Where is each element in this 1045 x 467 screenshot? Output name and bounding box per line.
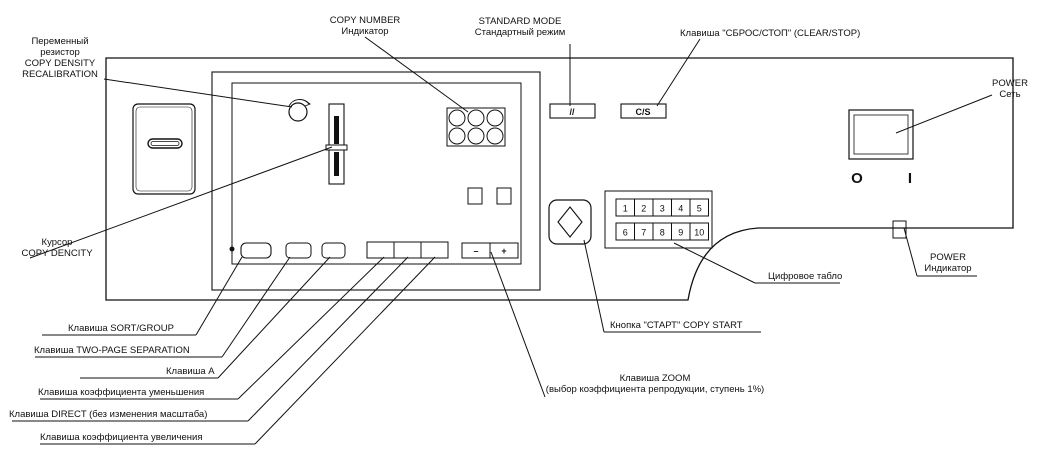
power-switch[interactable] xyxy=(848,109,914,160)
cursor-subtitle: COPY DENCITY xyxy=(21,248,93,259)
standard-mode-key-label: // xyxy=(569,107,575,117)
clear-stop-label: Клавиша "СБРОС/СТОП" (CLEAR/STOP) xyxy=(680,28,860,39)
copy-number-indicator xyxy=(446,107,506,147)
copy-number-label: COPY NUMBER Индикатор xyxy=(315,15,415,37)
copy-start-text: Кнопка "СТАРТ" COPY START xyxy=(610,320,743,331)
panel-outline xyxy=(105,57,1014,301)
key-a-text: Клавиша A xyxy=(166,366,215,377)
keypad-key-label: 6 xyxy=(623,228,628,238)
zoom-minus-label: – xyxy=(473,246,478,256)
keypad-key[interactable] xyxy=(689,222,709,241)
key-a[interactable] xyxy=(321,242,346,259)
clear-stop-text: Клавиша "СБРОС/СТОП" (CLEAR/STOP) xyxy=(680,28,861,39)
density-slider-track[interactable] xyxy=(328,103,345,185)
two-page-text: Клавиша TWO-PAGE SEPARATION xyxy=(34,345,190,356)
copy-number-title: COPY NUMBER xyxy=(329,15,401,26)
keypad-key-label: 9 xyxy=(678,228,683,238)
sort-group-label: Клавиша SORT/GROUP xyxy=(68,323,174,334)
zoom-plus-label: + xyxy=(501,246,506,256)
clear-stop-key[interactable] xyxy=(620,103,667,119)
copy-start-label: Кнопка "СТАРТ" COPY START xyxy=(610,320,743,331)
power-off-symbol: O xyxy=(851,170,863,187)
left-slot-inner xyxy=(135,106,193,192)
zoom-plus-key[interactable] xyxy=(489,242,519,259)
start-diamond-icon xyxy=(557,206,583,238)
variable-resistor-line2: резистор xyxy=(40,47,80,58)
clear-stop-key-label: C/S xyxy=(635,107,650,117)
enlargement-text: Клавиша коэффициента увеличения xyxy=(40,432,203,443)
power-title: POWER xyxy=(992,78,1028,89)
copy-start-button[interactable] xyxy=(548,199,592,245)
digital-display-text: Цифровое табло xyxy=(768,271,843,282)
reduction-key[interactable] xyxy=(366,241,395,259)
density-slider-upper xyxy=(334,116,339,144)
control-subpanel xyxy=(211,71,541,291)
standard-mode-subtitle: Стандартный режим xyxy=(474,27,566,38)
digital-display-label: Цифровое табло xyxy=(768,271,842,282)
key-a-label: Клавиша A xyxy=(166,366,215,377)
variable-resistor-line1: Переменный xyxy=(31,36,89,47)
keypad-key-label: 2 xyxy=(641,204,646,214)
two-page-label: Клавиша TWO-PAGE SEPARATION xyxy=(34,345,190,356)
keypad-key[interactable] xyxy=(689,198,709,217)
keypad-key-label: 1 xyxy=(623,204,628,214)
keypad-key-label: 8 xyxy=(660,228,665,238)
left-slot-handle xyxy=(147,138,183,149)
keypad-key-label: 4 xyxy=(678,204,683,214)
indicator-square-1 xyxy=(467,187,483,205)
direct-text: Клавиша DIRECT (без изменения масштаба) xyxy=(9,409,208,420)
zoom-title: Клавиша ZOOM xyxy=(619,373,691,384)
sort-group-text: Клавиша SORT/GROUP xyxy=(68,323,174,334)
keypad-key-label: 7 xyxy=(641,228,646,238)
cursor-label: Курсор COPY DENCITY xyxy=(2,237,112,259)
density-cursor[interactable] xyxy=(325,144,348,151)
power-label: POWER Сеть xyxy=(985,78,1035,100)
power-indicator-lamp xyxy=(892,220,907,239)
power-on-symbol: I xyxy=(908,170,912,187)
cursor-title: Курсор xyxy=(41,237,73,248)
copy-number-subtitle: Индикатор xyxy=(341,26,389,37)
left-slot xyxy=(132,103,196,195)
copy-number-digits xyxy=(448,109,504,145)
left-slot-handle-inner xyxy=(150,141,180,146)
direct-key[interactable] xyxy=(393,241,422,259)
leader-lines xyxy=(12,36,993,445)
digital-keypad xyxy=(604,190,713,249)
keypad-key-label: 3 xyxy=(660,204,665,214)
enlargement-label: Клавиша коэффициента увеличения xyxy=(40,432,202,443)
recalibration-knob xyxy=(288,102,308,122)
indicator-square-2 xyxy=(496,187,512,205)
zoom-label: Клавиша ZOOM (выбор коэффициента репроду… xyxy=(515,373,795,395)
density-slider-lower xyxy=(334,152,339,176)
sort-group-key[interactable] xyxy=(240,242,272,259)
enlargement-key[interactable] xyxy=(420,241,449,259)
power-indicator-subtitle: Индикатор xyxy=(924,263,972,274)
variable-resistor-line4: RECALIBRATION xyxy=(22,69,98,80)
led-dot xyxy=(229,246,235,252)
power-switch-inner xyxy=(853,114,909,155)
standard-mode-label: STANDARD MODE Стандартный режим xyxy=(460,16,580,38)
variable-resistor-line3: COPY DENSITY xyxy=(24,58,96,69)
zoom-subtitle: (выбор коэффициента репродукции, ступень… xyxy=(545,384,765,395)
reduction-text: Клавиша коэффициента уменьшения xyxy=(38,387,205,398)
power-indicator-label: POWER Индикатор xyxy=(918,252,978,274)
power-indicator-title: POWER xyxy=(930,252,966,263)
standard-mode-key[interactable] xyxy=(549,103,596,119)
power-subtitle: Сеть xyxy=(999,89,1021,100)
direct-label: Клавиша DIRECT (без изменения масштаба) xyxy=(9,409,207,420)
reduction-label: Клавиша коэффициента уменьшения xyxy=(38,387,204,398)
keypad-keys: 1 2 3 4 5 6 7 8 9 10 xyxy=(615,198,709,241)
keypad-key-label: 5 xyxy=(697,204,702,214)
two-page-key[interactable] xyxy=(285,242,312,259)
keypad-key-label: 10 xyxy=(694,228,704,238)
variable-resistor-label: Переменный резистор COPY DENSITY RECALIB… xyxy=(10,36,110,80)
standard-mode-title: STANDARD MODE xyxy=(478,16,562,27)
